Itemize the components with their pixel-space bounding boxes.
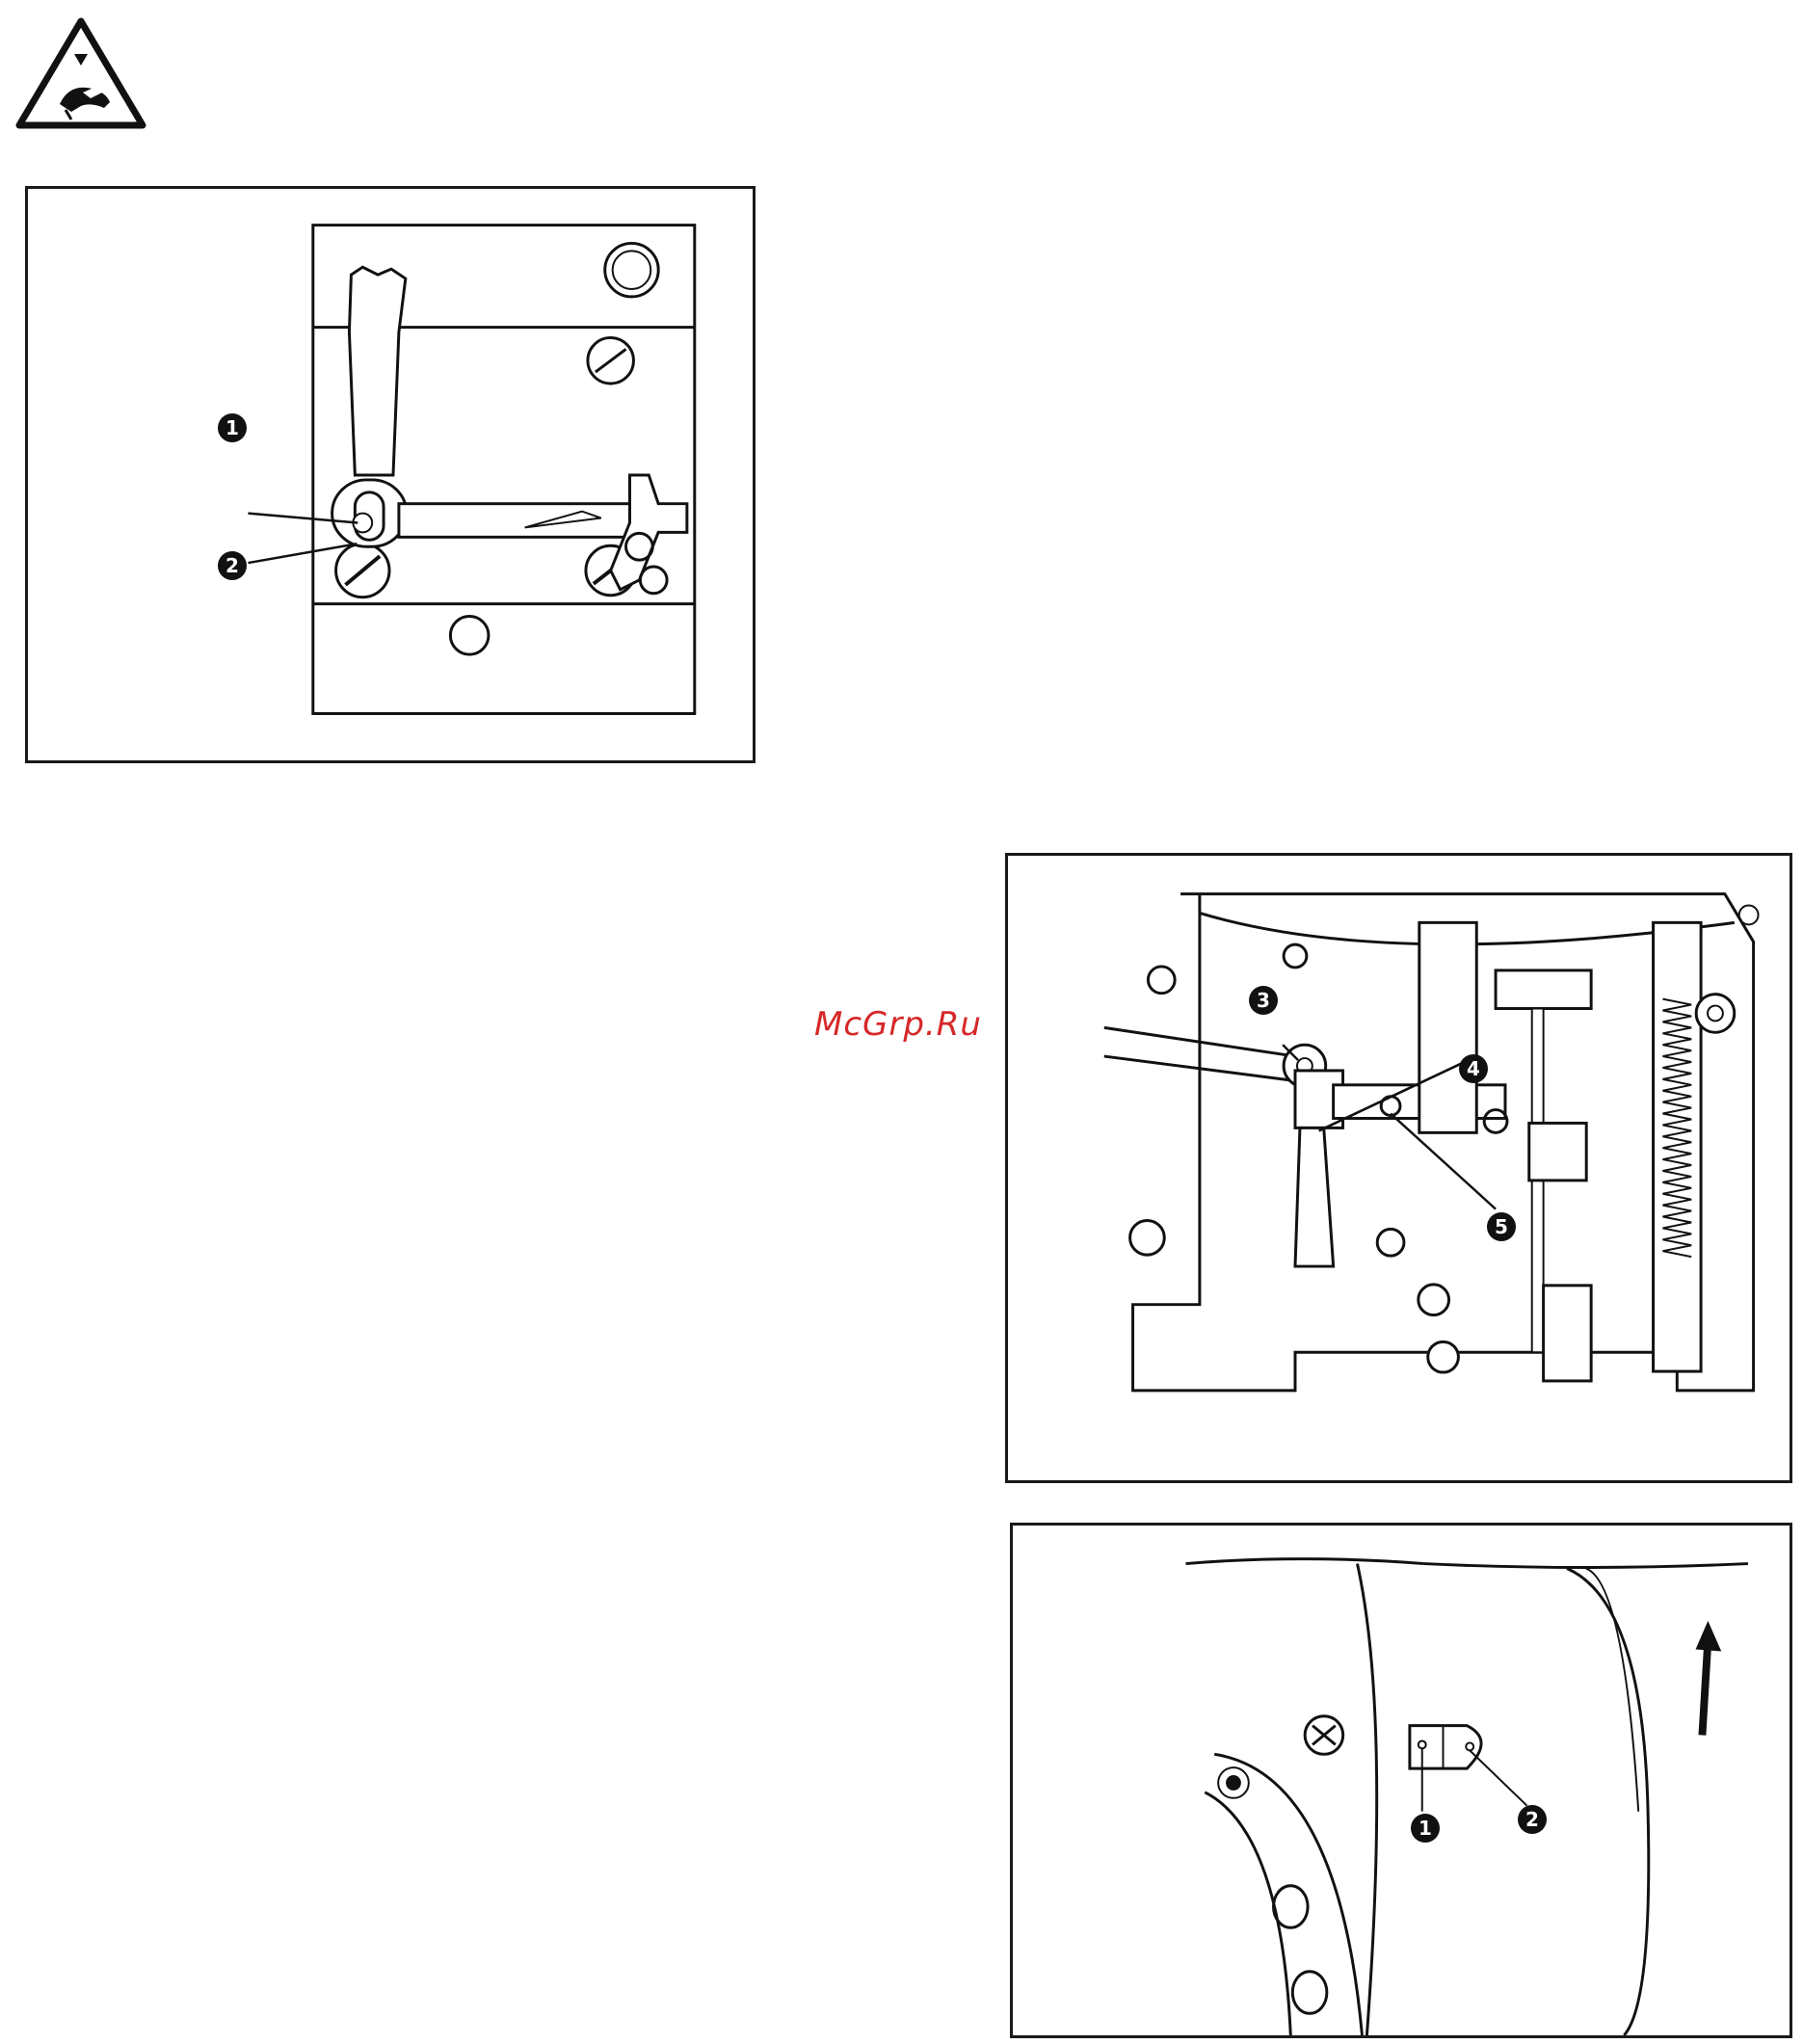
callout-1: 1 <box>1411 1814 1440 1843</box>
watermark: McGrp.Ru <box>814 1005 982 1044</box>
figure-1-needle-bar-detail: 1 2 <box>25 186 756 763</box>
callout-3: 3 <box>1249 986 1278 1015</box>
callout-2: 2 <box>218 551 247 580</box>
callout-4: 4 <box>1459 1054 1488 1083</box>
figure-3-handwheel-detail: 1 2 <box>1010 1523 1792 2038</box>
hand-pinch-warning-icon <box>13 15 148 131</box>
callout-2: 2 <box>1518 1805 1547 1834</box>
figure-2-mechanism-detail: 3 4 5 <box>1005 853 1792 1483</box>
callout-5: 5 <box>1487 1212 1516 1241</box>
callout-1: 1 <box>218 413 247 442</box>
rotation-arrow-icon <box>1699 1620 1737 1740</box>
